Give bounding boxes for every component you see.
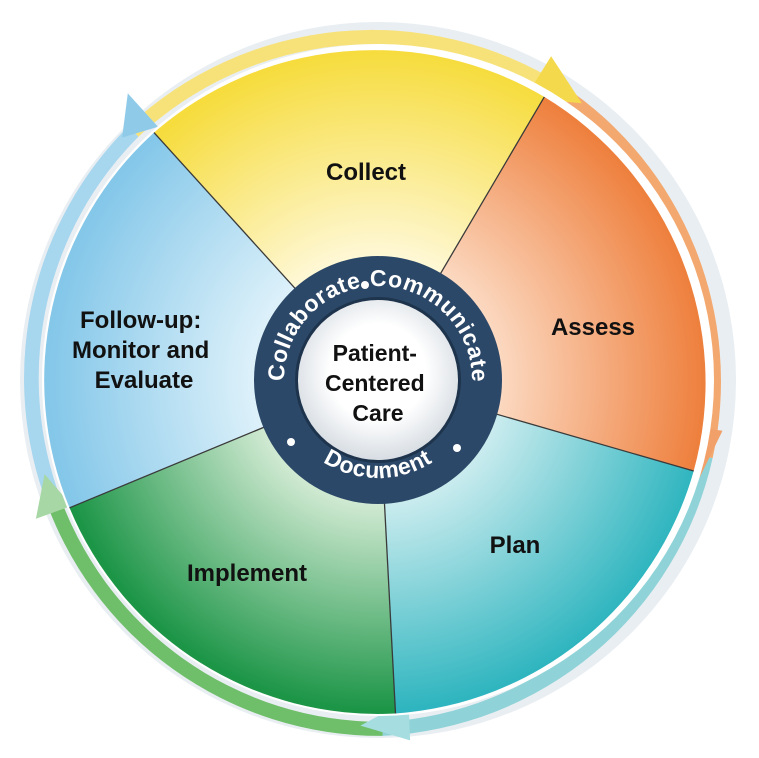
arrow-arc-implement bbox=[42, 487, 384, 736]
segment-collect bbox=[154, 50, 545, 381]
ring-separator-dot-right bbox=[453, 444, 461, 452]
ring-separator-dot-top bbox=[361, 281, 369, 289]
center-title: Patient- Centered Care bbox=[325, 340, 431, 426]
center-hub: Patient- Centered Care Collaborate Commu… bbox=[254, 256, 502, 504]
arrowhead-implement bbox=[35, 474, 72, 519]
label-implement: Implement bbox=[187, 560, 307, 587]
label-plan: Plan bbox=[490, 532, 541, 559]
arrowhead-followup bbox=[122, 93, 158, 138]
hub-core bbox=[298, 300, 458, 460]
label-collect: Collect bbox=[326, 159, 406, 186]
label-followup: Follow-up: Monitor and Evaluate bbox=[72, 307, 216, 394]
arrow-arc-plan bbox=[382, 454, 713, 736]
arrow-arc-followup bbox=[24, 126, 139, 493]
arrow-arc-collect bbox=[128, 29, 563, 137]
label-assess: Assess bbox=[551, 314, 635, 341]
ring-separator-dot-left bbox=[287, 438, 295, 446]
